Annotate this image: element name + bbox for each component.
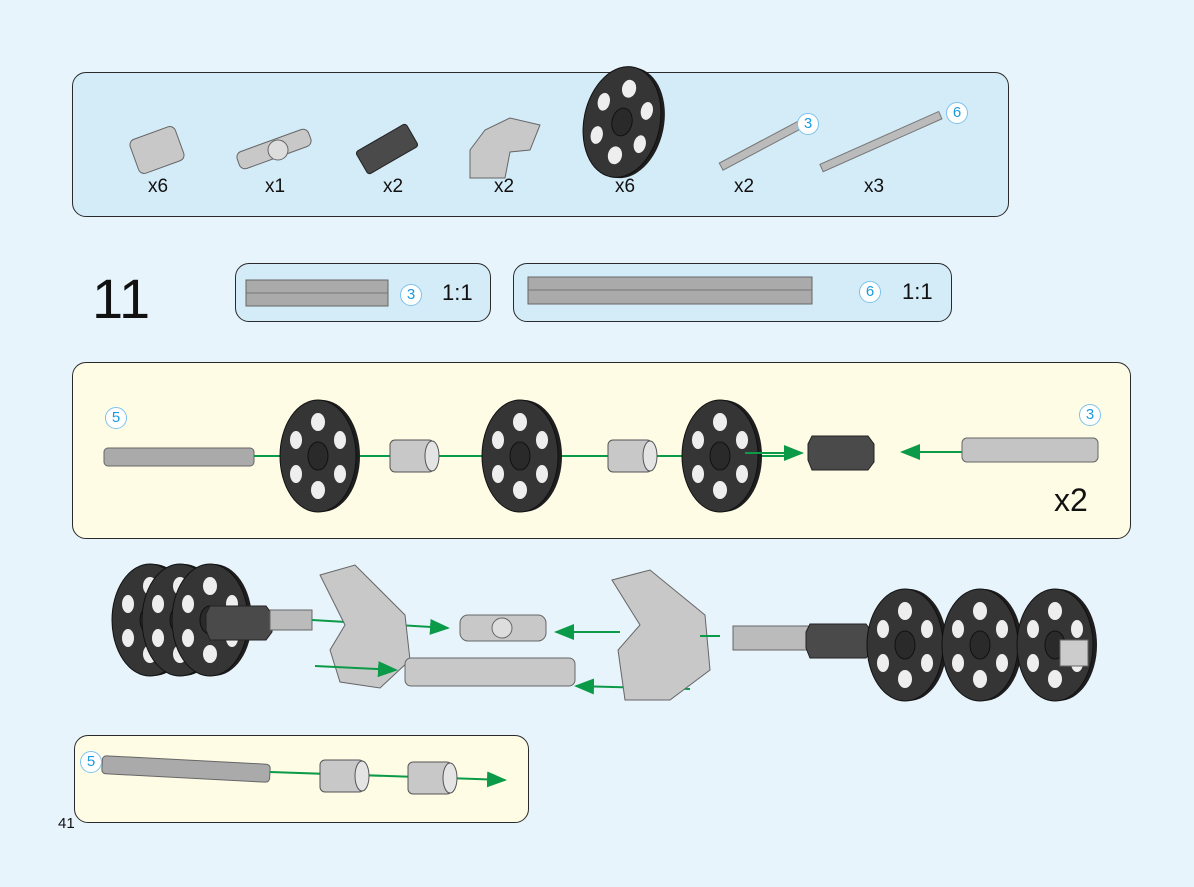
- part-t-beam-icon: [469, 117, 541, 179]
- ruler-scale: 1:1: [442, 280, 473, 305]
- sub-assembly-2-drawing: [101, 755, 507, 795]
- multiplier: x2: [1054, 482, 1088, 518]
- axle-length-callout: 3: [797, 113, 819, 135]
- qty-axle6: x3: [864, 176, 885, 197]
- qty-wheel: x6: [615, 176, 636, 197]
- page-number: 41: [58, 815, 75, 832]
- qty-t-beam: x2: [494, 176, 515, 197]
- part-axle3-icon: [718, 120, 804, 171]
- ruler-scale: 1:1: [902, 279, 933, 304]
- qty-axle3: x2: [734, 176, 755, 197]
- qty-bush: x6: [148, 176, 169, 197]
- axle-length-callout: 3: [1079, 404, 1101, 426]
- main-assembly-drawing: [111, 563, 1098, 702]
- qty-hex-connector: x2: [383, 176, 404, 197]
- axle-length-callout: 5: [105, 407, 127, 429]
- part-hub-icon: [236, 128, 312, 170]
- part-axle6-icon: [819, 110, 943, 173]
- axle-length-callout: 5: [80, 751, 102, 773]
- step-number: 11: [92, 267, 151, 330]
- ruler-length-callout: 6: [859, 281, 881, 303]
- qty-hub: x1: [265, 176, 286, 197]
- part-hex-connector-icon: [355, 123, 419, 175]
- part-bush-icon: [129, 126, 185, 174]
- ruler-length-callout: 3: [400, 284, 422, 306]
- sub-assembly-1-drawing: [103, 399, 1099, 513]
- axle-length-callout: 6: [946, 102, 968, 124]
- part-wheel-icon: [572, 58, 676, 187]
- parts-list-panel: [72, 72, 1009, 217]
